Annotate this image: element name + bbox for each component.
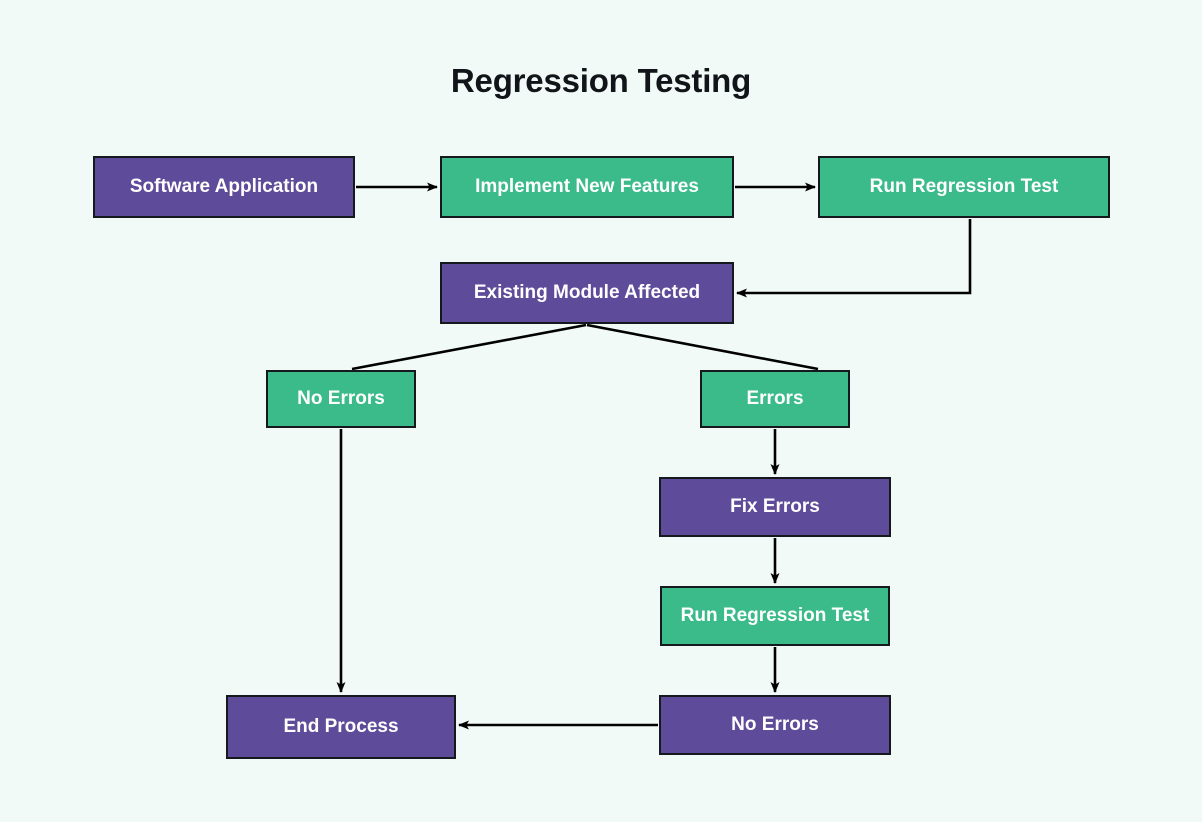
edge-module-to-no-errors <box>351 323 587 371</box>
node-implement-new-features[interactable]: Implement New Features <box>440 156 734 218</box>
page-title: Regression Testing <box>450 62 752 99</box>
node-end-process[interactable]: End Process <box>226 695 456 759</box>
node-label: Run Regression Test <box>680 604 870 626</box>
node-label: No Errors <box>731 713 819 735</box>
node-label: Errors <box>746 387 804 409</box>
node-software-application[interactable]: Software Application <box>93 156 355 218</box>
node-label: End Process <box>283 715 399 737</box>
node-fix-errors[interactable]: Fix Errors <box>659 477 891 537</box>
node-run-regression-test-2[interactable]: Run Regression Test <box>660 586 890 646</box>
node-label: No Errors <box>297 387 385 409</box>
node-label: Run Regression Test <box>869 175 1059 197</box>
node-existing-module-affected[interactable]: Existing Module Affected <box>440 262 734 324</box>
node-run-regression-test-1[interactable]: Run Regression Test <box>818 156 1110 218</box>
node-label: Software Application <box>129 175 319 197</box>
edge-test1-to-module <box>736 219 972 298</box>
edge-module-to-errors <box>586 323 819 371</box>
node-label: Fix Errors <box>730 495 820 517</box>
node-errors[interactable]: Errors <box>700 370 850 428</box>
node-no-errors-left[interactable]: No Errors <box>266 370 416 428</box>
node-label: Implement New Features <box>475 175 699 197</box>
node-no-errors-bottom[interactable]: No Errors <box>659 695 891 755</box>
node-label: Existing Module Affected <box>473 281 701 303</box>
